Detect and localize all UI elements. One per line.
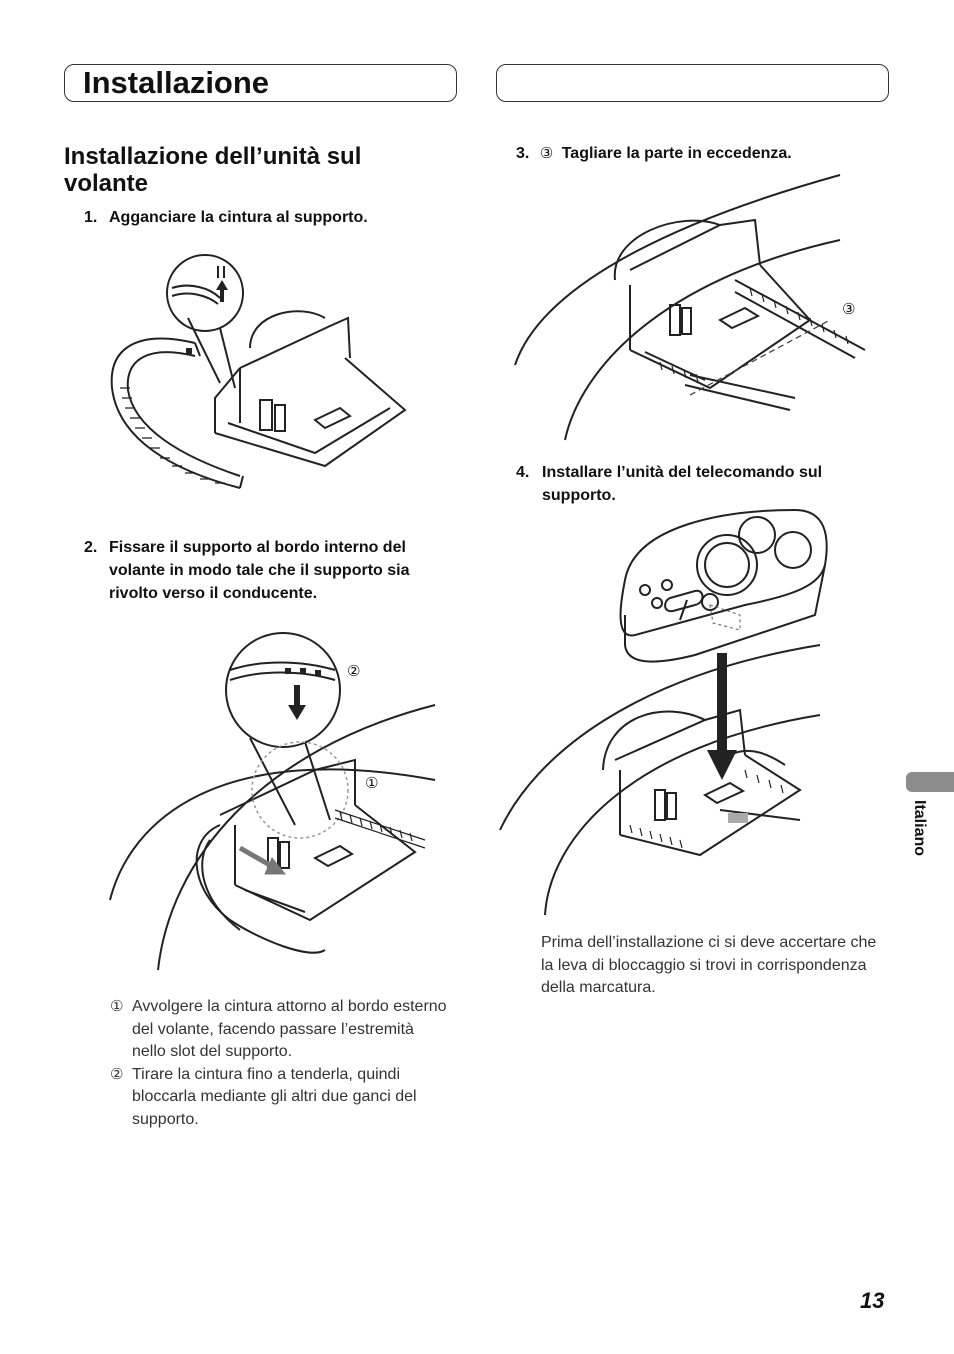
step-3: 3. ③ Tagliare la parte in eccedenza. [516, 142, 876, 165]
step-text: Fissare il supporto al bordo interno del… [109, 539, 410, 602]
page-number: 13 [860, 1288, 885, 1313]
page-title: Installazione [83, 65, 270, 100]
note-text: Avvolgere la cintura attorno al bordo es… [132, 998, 447, 1060]
step-4: 4. Installare l’unità del telecomando su… [516, 461, 886, 507]
note-text: Tirare la cintura fino a tenderla, quind… [132, 1065, 417, 1128]
step-2: 2. Fissare il supporto al bordo interno … [84, 536, 424, 605]
step-text: Installare l’unità del telecomando sul s… [542, 464, 823, 504]
step-2-notes: ① Avvolgere la cintura attorno al bordo … [110, 996, 450, 1131]
section-title: Installazione dell’unità sul volante [64, 143, 362, 197]
figure-wheel-fixing [109, 632, 436, 971]
step-marker: ③ [539, 145, 554, 162]
step-text: Tagliare la parte in eccedenza. [561, 145, 792, 162]
note-marker: ① [110, 998, 124, 1015]
step-number: 3. [516, 145, 530, 162]
figure-cut-excess [514, 174, 866, 441]
note-item: ② Tirare la cintura fino a tenderla, qui… [110, 1064, 450, 1132]
callout-1: ① [365, 775, 379, 792]
callout-3: ③ [842, 301, 856, 318]
figure-belt-hook [110, 254, 407, 489]
step-1: 1. Agganciare la cintura al supporto. [84, 206, 444, 229]
step-number: 1. [84, 209, 98, 226]
language-tab-label: Italiano [911, 800, 928, 857]
section-header-box: Installazione [64, 64, 457, 102]
step-number: 2. [84, 539, 98, 556]
note-marker: ② [110, 1065, 124, 1083]
figure-mount-remote [499, 508, 828, 915]
step-4-note: Prima dell’installazione ci si deve acce… [541, 934, 877, 996]
callout-2: ② [347, 663, 361, 680]
language-tab-marker [906, 772, 954, 792]
section-header-box-right [496, 64, 889, 102]
step-text: Agganciare la cintura al supporto. [109, 209, 368, 226]
step-number: 4. [516, 464, 530, 481]
note-item: ① Avvolgere la cintura attorno al bordo … [110, 996, 450, 1064]
